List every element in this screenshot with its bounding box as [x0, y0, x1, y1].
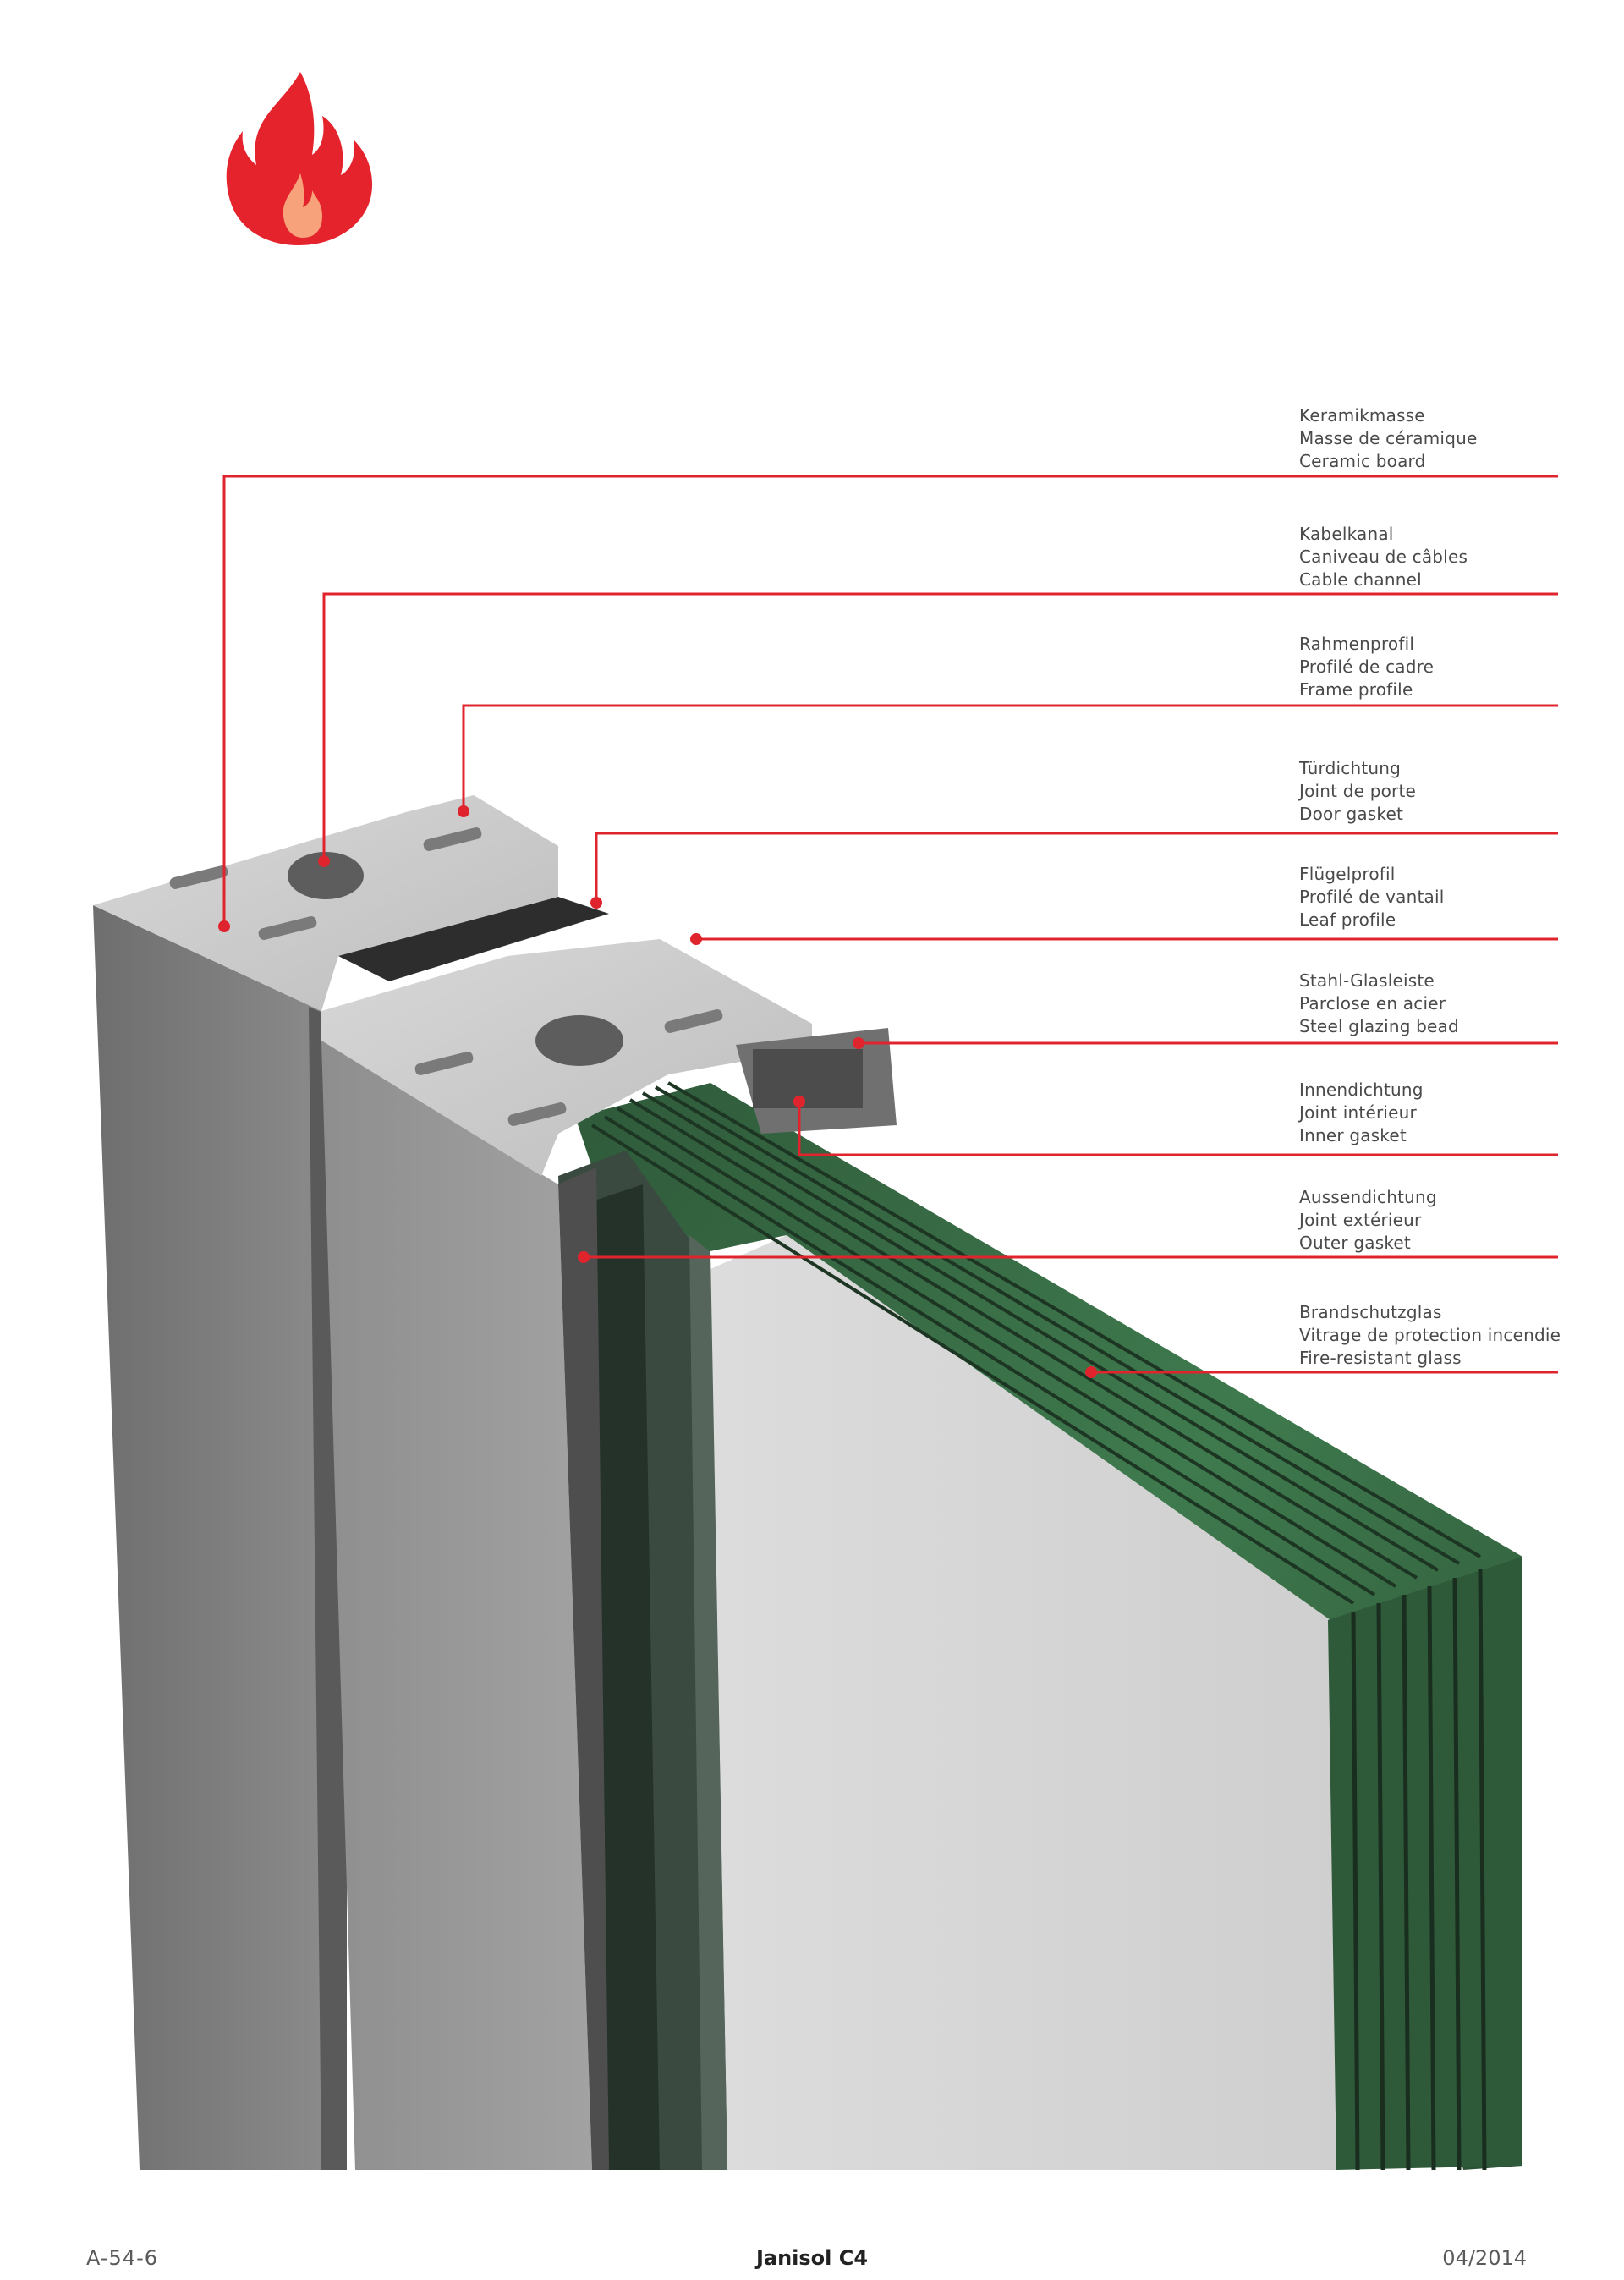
- callout-label-en: Outer gasket: [1299, 1233, 1411, 1253]
- callout-label-en: Fire-resistant glass: [1299, 1348, 1462, 1368]
- callout-label-en: Steel glazing bead: [1299, 1016, 1459, 1036]
- callout-frame-profile: Rahmenprofil Profilé de cadre Frame prof…: [1299, 633, 1621, 701]
- callout-label-fr: Vitrage de protection incendie: [1299, 1325, 1561, 1345]
- callout-steel-glazing-bead: Stahl-Glasleiste Parclose en acier Steel…: [1299, 970, 1621, 1038]
- callout-label-fr: Parclose en acier: [1299, 993, 1446, 1014]
- callout-label-fr: Profilé de vantail: [1299, 887, 1445, 907]
- callout-label-de: Innendichtung: [1299, 1080, 1424, 1100]
- callout-label-fr: Profilé de cadre: [1299, 657, 1435, 677]
- callout-label-en: Ceramic board: [1299, 451, 1426, 471]
- callout-label-en: Leaf profile: [1299, 909, 1396, 930]
- callout-label-de: Keramikmasse: [1299, 405, 1425, 426]
- page-code: A-54-6: [86, 2246, 159, 2270]
- callout-ceramic-board: Keramikmasse Masse de céramique Ceramic …: [1299, 404, 1621, 473]
- frame-profile-body: [93, 905, 347, 2170]
- leader-lines: [222, 475, 1558, 1374]
- fire-icon: [226, 72, 373, 245]
- callout-label-de: Aussendichtung: [1299, 1187, 1437, 1207]
- publication-date: 04/2014: [1442, 2246, 1527, 2270]
- callout-label-en: Door gasket: [1299, 804, 1404, 824]
- callout-label-de: Türdichtung: [1299, 758, 1402, 778]
- callout-label-de: Stahl-Glasleiste: [1299, 970, 1435, 991]
- product-name: Janisol C4: [755, 2246, 869, 2270]
- callout-fire-resistant-glass: Brandschutzglas Vitrage de protection in…: [1299, 1301, 1621, 1370]
- callout-label-fr: Joint intérieur: [1299, 1102, 1417, 1123]
- steel-glazing-bead: [736, 1028, 897, 1134]
- callout-outer-gasket: Aussendichtung Joint extérieur Outer gas…: [1299, 1186, 1621, 1255]
- callout-label-en: Inner gasket: [1299, 1125, 1407, 1145]
- leaf-profile-body: [321, 1041, 609, 2170]
- callout-label-de: Kabelkanal: [1299, 524, 1394, 544]
- callout-label-fr: Joint extérieur: [1299, 1210, 1422, 1230]
- glass-pane: [575, 1081, 1522, 2171]
- callout-label-de: Brandschutzglas: [1299, 1302, 1442, 1322]
- callout-leaf-profile: Flügelprofil Profilé de vantail Leaf pro…: [1299, 863, 1621, 931]
- callout-label-de: Flügelprofil: [1299, 864, 1396, 884]
- callout-door-gasket: Türdichtung Joint de porte Door gasket: [1299, 757, 1621, 826]
- leader-dots: [218, 805, 1097, 1378]
- callout-label-de: Rahmenprofil: [1299, 634, 1415, 654]
- callout-label-fr: Masse de céramique: [1299, 428, 1478, 448]
- callout-label-en: Cable channel: [1299, 569, 1422, 590]
- callout-inner-gasket: Innendichtung Joint intérieur Inner gask…: [1299, 1079, 1621, 1147]
- callout-cable-channel: Kabelkanal Caniveau de câbles Cable chan…: [1299, 523, 1621, 591]
- callout-label-fr: Joint de porte: [1299, 781, 1417, 801]
- frame-top-face: [93, 795, 609, 1011]
- callout-label-en: Frame profile: [1299, 679, 1413, 700]
- leaf-top-face: [321, 939, 812, 1176]
- callout-label-fr: Caniveau de câbles: [1299, 547, 1468, 567]
